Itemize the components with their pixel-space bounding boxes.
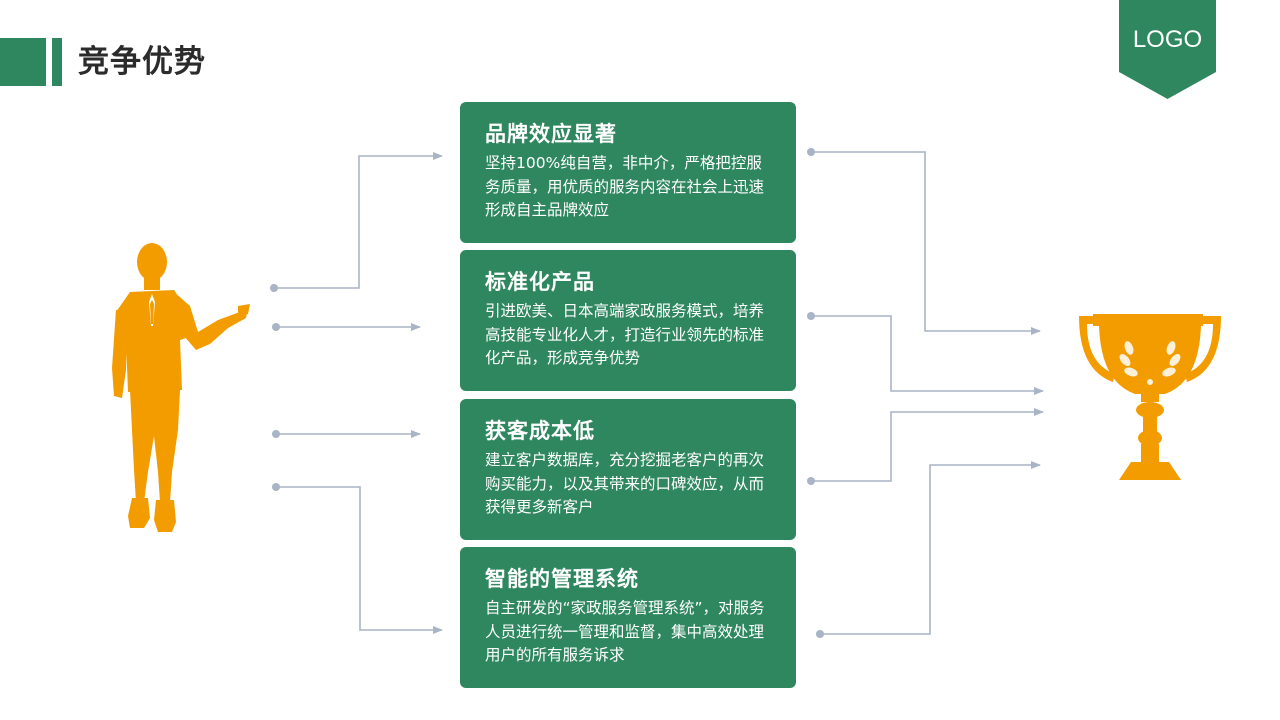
connector-right-3 — [811, 408, 1044, 482]
advantage-card-brand: 品牌效应显著 坚持100%纯自营，非中介，严格把控服务质量，用优质的服务内容在社… — [460, 102, 796, 243]
card-description: 建立客户数据库，充分挖掘老客户的再次购买能力，以及其带来的口碑效应，从而获得更多… — [485, 451, 765, 516]
connector-dot — [270, 284, 278, 292]
connector-dot — [807, 148, 815, 156]
card-title: 智能的管理系统 — [485, 567, 639, 591]
connector-dot — [816, 630, 824, 638]
connector-left-1 — [274, 152, 443, 289]
connector-right-2 — [811, 315, 1044, 395]
card-description: 自主研发的“家政服务管理系统”，对服务人员进行统一管理和监督，集中高效处理用户的… — [485, 599, 765, 664]
advantage-card-cost: 获客成本低 建立客户数据库，充分挖掘老客户的再次购买能力，以及其带来的口碑效应，… — [460, 399, 796, 540]
title-accent-block — [0, 38, 46, 86]
advantage-card-system: 智能的管理系统 自主研发的“家政服务管理系统”，对服务人员进行统一管理和监督，集… — [460, 547, 796, 688]
page-title: 竞争优势 — [78, 44, 206, 80]
card-description: 引进欧美、日本高端家政服务模式，培养高技能专业化人才，打造行业领先的标准化产品，… — [485, 302, 765, 367]
connector-right-4 — [820, 461, 1041, 635]
logo-badge: LOGO — [1119, 0, 1216, 100]
connector-dot — [807, 477, 815, 485]
logo-text: LOGO — [1132, 26, 1203, 53]
connector-dot — [807, 312, 815, 320]
connector-dot — [272, 430, 280, 438]
connector-left-4 — [276, 486, 443, 634]
businessman-icon — [112, 243, 250, 532]
trophy-icon — [1079, 314, 1221, 480]
connector-dot — [272, 483, 280, 491]
card-description: 坚持100%纯自营，非中介，严格把控服务质量，用优质的服务内容在社会上迅速形成自… — [485, 154, 765, 219]
card-title: 标准化产品 — [485, 270, 595, 294]
card-title: 获客成本低 — [485, 419, 595, 443]
title-accent-bar — [52, 38, 62, 86]
advantage-card-standard: 标准化产品 引进欧美、日本高端家政服务模式，培养高技能专业化人才，打造行业领先的… — [460, 250, 796, 391]
connector-right-1 — [811, 151, 1041, 335]
connector-dot — [272, 323, 280, 331]
card-title: 品牌效应显著 — [485, 122, 617, 146]
